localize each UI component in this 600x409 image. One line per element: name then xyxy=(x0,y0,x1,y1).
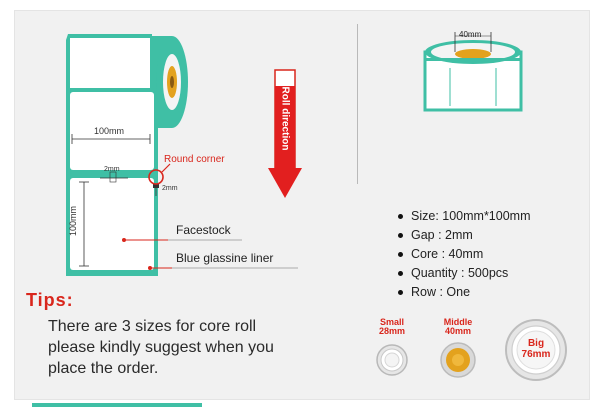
bullet-icon xyxy=(398,252,403,257)
tips-line: place the order. xyxy=(48,360,159,377)
core-middle-icon xyxy=(440,342,476,378)
spec-item-row: Row : One xyxy=(398,283,531,302)
bottom-accent-bar xyxy=(32,403,202,407)
core-big-label: Big 76mm xyxy=(521,338,551,360)
core-small-icon xyxy=(376,344,408,376)
tips-title: Tips: xyxy=(26,290,74,310)
round-corner-callout xyxy=(148,163,171,185)
core-width-label: 40mm xyxy=(459,30,482,39)
section-divider xyxy=(357,24,358,184)
spec-item-quantity: Quantity : 500pcs xyxy=(398,264,531,283)
liner-label: Blue glassine liner xyxy=(176,251,274,265)
gap-dimension-line xyxy=(100,171,128,183)
width-dimension-line xyxy=(71,134,151,144)
gap-label-right: 2mm xyxy=(162,185,178,192)
spec-item-gap: Gap : 2mm xyxy=(398,226,531,245)
tips-body: There are 3 sizes for core roll please k… xyxy=(48,316,274,379)
bullet-icon xyxy=(398,233,403,238)
label-roll-illustration xyxy=(423,32,523,112)
core-middle-label: Middle 40mm xyxy=(443,317,473,336)
spec-list: Size: 100mm*100mm Gap : 2mm Core : 40mm … xyxy=(398,207,531,302)
side-gap-marker xyxy=(153,184,159,196)
bullet-icon xyxy=(398,271,403,276)
round-corner-label: Round corner xyxy=(164,154,225,165)
core-small-label: Small 28mm xyxy=(378,317,405,336)
bullet-icon xyxy=(398,214,403,219)
height-label: 100mm xyxy=(68,205,79,237)
liner-pointer xyxy=(148,266,298,270)
roll-direction-label: Roll direction xyxy=(279,86,291,151)
roll-direction-arrow-icon xyxy=(268,69,302,198)
height-dimension-line xyxy=(79,181,89,267)
tips-line: please kindly suggest when you xyxy=(48,339,274,356)
facestock-label: Facestock xyxy=(176,223,231,237)
core-big-icon xyxy=(505,319,567,381)
width-label: 100mm xyxy=(94,126,125,136)
liner-strip xyxy=(66,34,158,276)
gap-label: 2mm xyxy=(104,166,120,173)
tips-line: There are 3 sizes for core roll xyxy=(48,318,257,335)
facestock-pointer xyxy=(122,238,242,242)
bullet-icon xyxy=(398,290,403,295)
spec-item-size: Size: 100mm*100mm xyxy=(398,207,531,226)
spec-item-core: Core : 40mm xyxy=(398,245,531,264)
